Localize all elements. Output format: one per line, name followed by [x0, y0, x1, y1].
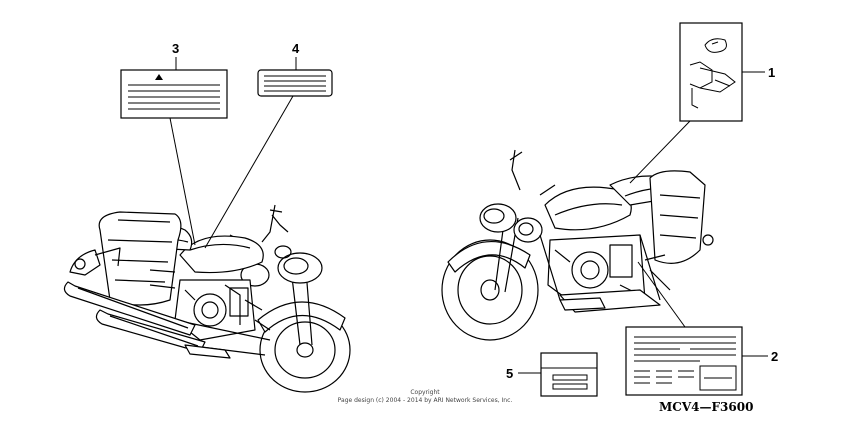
label-1-panel[interactable]: [679, 22, 743, 122]
copyright-line-1: Copyright: [410, 389, 440, 396]
callout-number-5[interactable]: 5: [506, 366, 513, 381]
callout-number-2[interactable]: 2: [771, 349, 778, 364]
diagram-code: MCV4—F3600: [659, 400, 753, 414]
right-motorcycle-illustration: [441, 149, 714, 341]
label-4-decal[interactable]: [257, 69, 333, 97]
callout-number-1[interactable]: 1: [768, 65, 775, 80]
copyright-line-2: Page design (c) 2004 - 2014 by ARI Netwo…: [338, 397, 513, 404]
callout-number-3[interactable]: 3: [172, 41, 179, 56]
label-5-decal[interactable]: [540, 352, 598, 397]
callout-number-4[interactable]: 4: [292, 41, 300, 56]
warning-triangle-icon: [155, 74, 163, 80]
label-3-decal[interactable]: [120, 69, 228, 119]
label-2-plate[interactable]: [625, 326, 743, 396]
left-motorcycle-illustration: [63, 204, 351, 393]
